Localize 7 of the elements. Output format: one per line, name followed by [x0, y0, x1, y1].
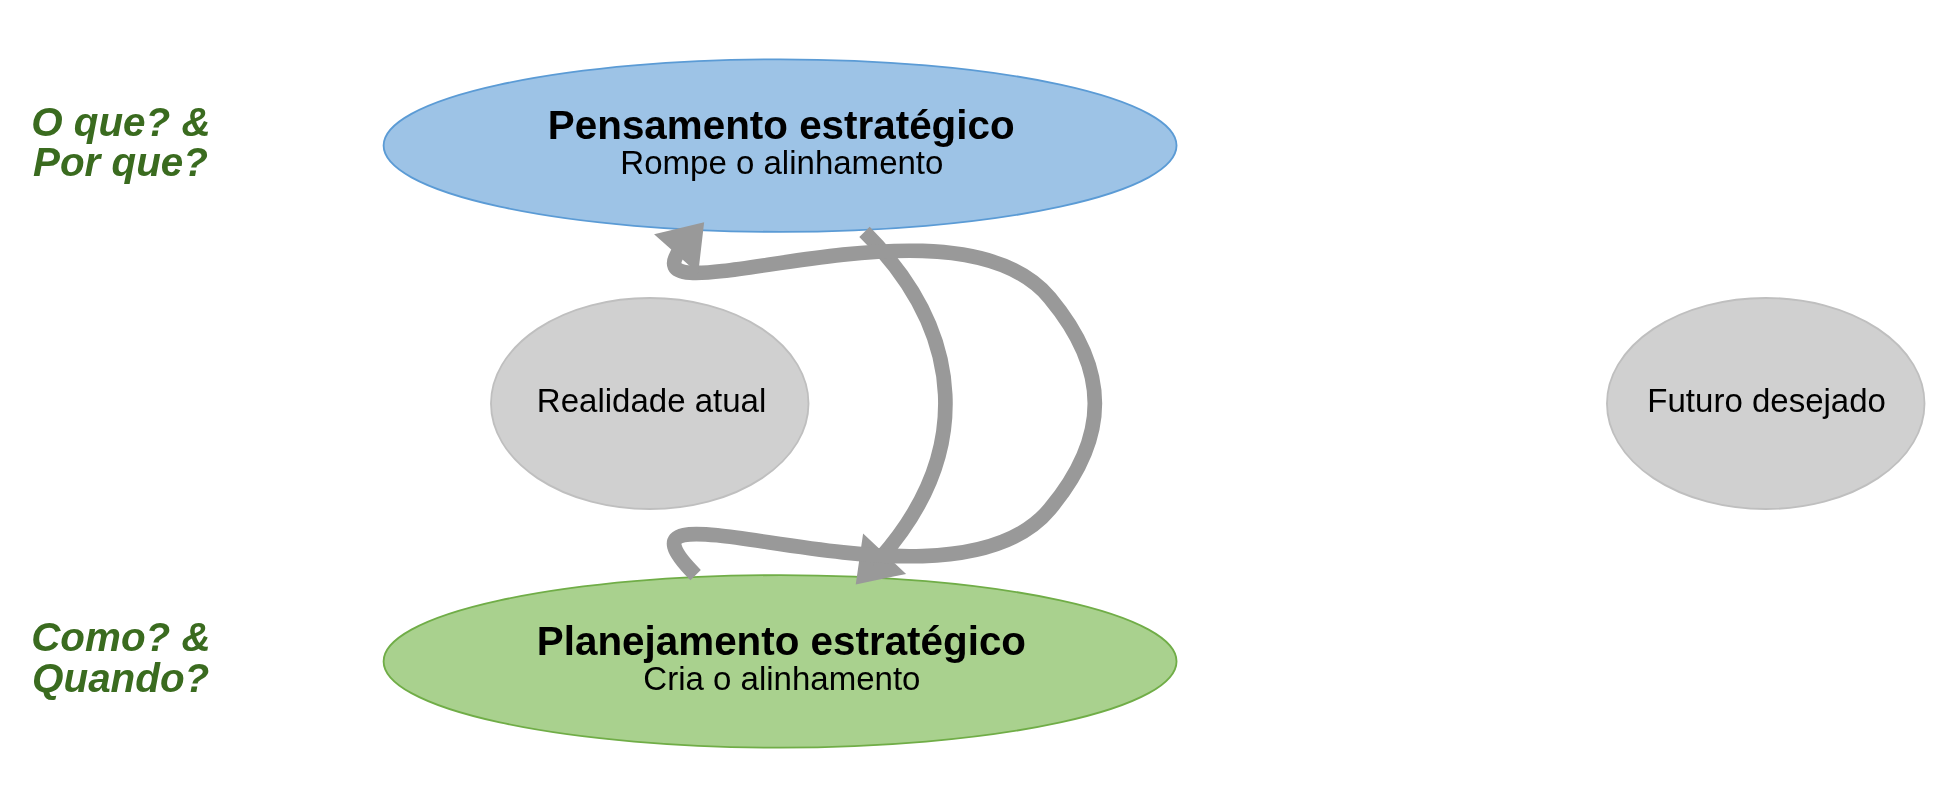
node-ellipse: Pensamento estratégico Rompe o alinhamento — [382, 57, 1178, 233]
label: Como? & Quando? — [31, 613, 211, 701]
node-ellipse: Planejamento estratégico Cria o alinhamento — [382, 573, 1178, 749]
arrow — [654, 221, 1102, 580]
node-ellipse: Realidade atual — [490, 296, 810, 510]
label: O que? & Por que? — [31, 98, 211, 185]
node-ellipse: Futuro desejado — [1606, 296, 1926, 510]
